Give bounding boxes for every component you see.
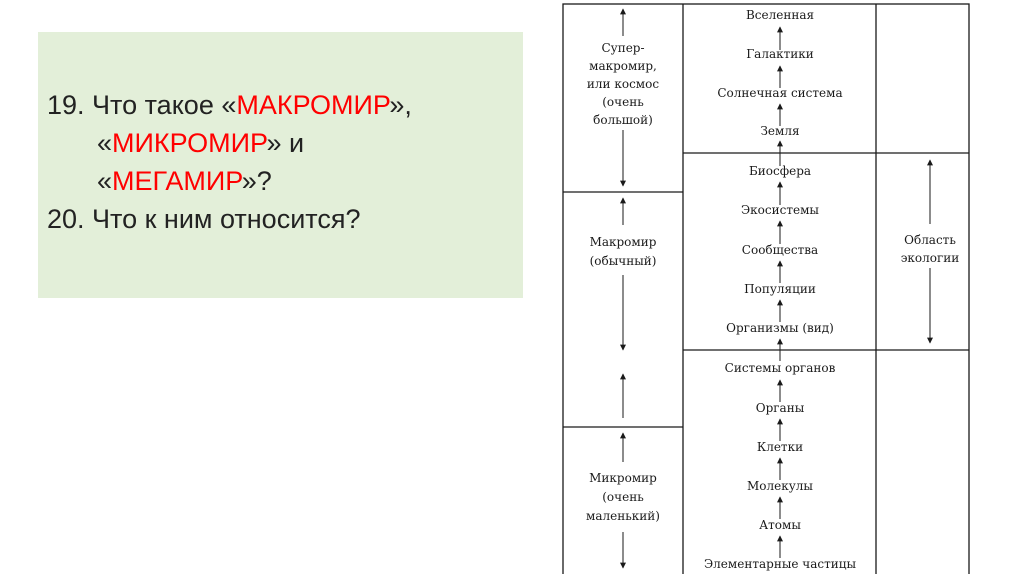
mega-label-line: большой) — [593, 113, 653, 127]
question-19-line2: «МИКРОМИР» и — [47, 124, 517, 162]
mega-label-line: (очень — [602, 95, 644, 109]
term-microworld: МИКРОМИР — [112, 128, 267, 158]
q19-prefix: 19. Что такое « — [47, 90, 237, 120]
ecology-label-line: экологии — [901, 251, 960, 265]
level-organs: Органы — [756, 401, 805, 415]
q19-sep1: », — [389, 90, 412, 120]
scale-label-micro: Микромир (очень маленький) — [586, 471, 660, 523]
question-19-line3: «МЕГАМИР»? — [47, 162, 517, 200]
mega-label-line: макромир, — [589, 59, 657, 73]
level-communities: Сообщества — [742, 243, 818, 257]
micro-label-line: маленький) — [586, 509, 660, 523]
ecology-label-line: Область — [904, 233, 956, 247]
scale-label-macro: Макромир (обычный) — [590, 235, 657, 268]
mega-label-line: или космос — [587, 77, 659, 91]
term-macroworld: МАКРОМИР — [236, 90, 390, 120]
level-universe: Вселенная — [746, 8, 814, 22]
scale-label-mega: Супер- макромир, или космос (очень больш… — [587, 41, 659, 127]
level-organisms: Организмы (вид) — [726, 321, 834, 335]
micro-label-line: Микромир — [589, 471, 657, 485]
mega-label-line: Супер- — [601, 41, 644, 55]
question-19-line1: 19. Что такое «МАКРОМИР», — [47, 86, 517, 124]
level-elementary-particles: Элементарные частицы — [704, 557, 856, 571]
q19-open3: « — [97, 166, 113, 196]
q19-sep2: » и — [266, 128, 305, 158]
term-megaworld: МЕГАМИР — [112, 166, 242, 196]
question-20: 20. Что к ним относится? — [47, 204, 361, 234]
level-galaxies: Галактики — [746, 47, 814, 61]
micro-label-line: (очень — [602, 490, 644, 504]
level-ecosystems: Экосистемы — [741, 203, 819, 217]
level-cells: Клетки — [757, 440, 803, 454]
level-molecules: Молекулы — [747, 479, 813, 493]
level-atoms: Атомы — [759, 518, 801, 532]
level-labels: Вселенная Галактики Солнечная система Зе… — [704, 8, 856, 571]
level-populations: Популяции — [744, 282, 816, 296]
question-text: 19. Что такое «МАКРОМИР», «МИКРОМИР» и «… — [47, 86, 517, 238]
scale-arrows — [620, 8, 933, 569]
q19-open2: « — [97, 128, 113, 158]
q19-end: »? — [241, 166, 272, 196]
level-solar-system: Солнечная система — [717, 86, 842, 100]
question-box — [38, 32, 523, 298]
macro-label-line: (обычный) — [590, 254, 657, 268]
macro-label-line: Макромир — [590, 235, 657, 249]
level-earth: Земля — [760, 124, 799, 138]
level-biosphere: Биосфера — [749, 164, 811, 178]
diagram-grid — [562, 3, 970, 574]
level-organ-systems: Системы органов — [725, 361, 836, 375]
ecology-label: Область экологии — [901, 233, 960, 265]
